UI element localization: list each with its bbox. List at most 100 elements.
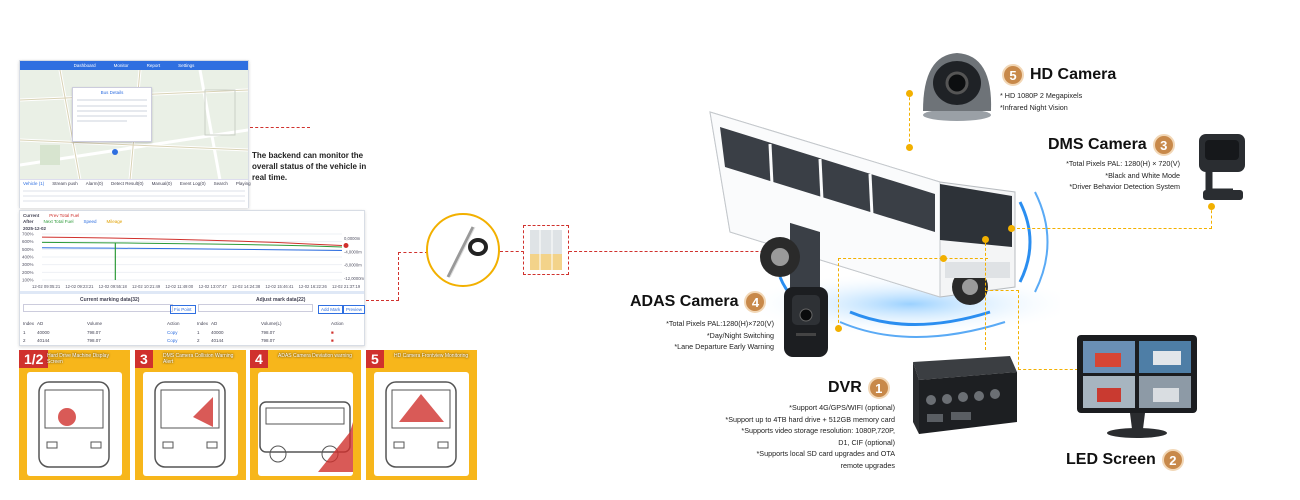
dvr-connector (985, 238, 986, 350)
adas-connector (838, 258, 839, 328)
x-tick-label: 12-02 09:05:21 (32, 284, 61, 289)
dms-camera-title: DMS Camera 3 (1048, 134, 1175, 156)
adjust-mark-title: Adjust mark data(22) (256, 297, 306, 303)
tile-number: 5 (366, 350, 384, 368)
map-screenshot-panel: Dashboard Monitor Report Settings Bus De… (19, 60, 251, 208)
tab-report[interactable]: Report (146, 63, 161, 68)
dms-connector-vertical (1211, 205, 1212, 229)
x-tick-label: 12-02 16:22:26 (299, 284, 328, 289)
chart-connector (366, 300, 399, 301)
right-tick-label: -4,0000m (344, 249, 362, 254)
backend-connector (250, 127, 310, 128)
y-tick-label: 700% (22, 232, 34, 237)
x-tick-label: 12-02 09:55:18 (99, 284, 128, 289)
adas-connector-horizontal (838, 258, 988, 259)
y-tick-label: 100% (22, 278, 34, 283)
end-point-marker[interactable] (343, 243, 349, 248)
x-tick-label: 12-02 14:24:38 (232, 284, 261, 289)
sensor-to-tank-connector (500, 251, 524, 252)
mark-inputs[interactable] (198, 304, 313, 312)
tab-dashboard[interactable]: Dashboard (73, 63, 96, 68)
sensor-connector (398, 252, 428, 253)
y-tick-label: 600% (22, 239, 34, 244)
legend-speed[interactable]: Speed (83, 219, 97, 224)
bus-illustration (709, 111, 1060, 338)
hd-connector-dot (906, 144, 913, 151)
y-tick-label: 500% (22, 247, 34, 252)
bus-side-illustration (258, 372, 353, 476)
tab-monitor[interactable]: Monitor (113, 63, 129, 68)
hd-camera-badge: 5 (1002, 64, 1024, 86)
marking-table-header: Index AD Volume Action Index AD Volume(L… (23, 321, 344, 326)
fuel-sensor-circle (426, 213, 500, 287)
led-connector-horizontal (985, 290, 1019, 291)
table-tab-manual[interactable]: Manual(0) (151, 181, 172, 186)
adas-camera-image (784, 287, 828, 357)
current-marking-title: Current marking data(32) (80, 297, 140, 303)
bus-front-illustration (27, 372, 122, 476)
series-line-1 (41, 241, 343, 248)
tile-caption: DMS Camera Collision Warning Alert (163, 353, 234, 365)
chart-date: 2025-12-02 (23, 226, 47, 231)
right-tick-label: -12,0000m (344, 276, 364, 281)
tank-to-bus-connector (569, 251, 829, 252)
table-tab-vehicle[interactable]: Vehicle (1) (23, 181, 45, 186)
search-button[interactable]: Search (213, 181, 228, 186)
copy-button[interactable]: Copy (167, 338, 178, 343)
tile-number: 4 (250, 350, 268, 368)
led-connector-bottom (1018, 369, 1078, 370)
y-tick-label: 200% (22, 270, 34, 275)
dms-connector-dot (1208, 203, 1215, 210)
adas-connector-dot (940, 255, 947, 262)
dms-camera-image (1199, 134, 1245, 200)
table-tab-stream[interactable]: Stream push (52, 181, 78, 186)
legend-next-fuel[interactable]: Next Total Fuel (43, 219, 74, 224)
fuel-sensor-icon (446, 226, 488, 278)
map-top-bar: Dashboard Monitor Report Settings (20, 61, 248, 70)
tile-hd-camera: 5 HD Camera Frontview Monitoring (366, 350, 477, 480)
x-tick-label: 12-02 09:23:21 (65, 284, 94, 289)
adas-camera-specs: *Total Pixels PAL:1280(H)×720(V) *Day/Ni… (666, 319, 774, 351)
add-mark-button[interactable]: Add Mark (318, 305, 344, 314)
table-row: 1 40000 798.07 Copy 1 40000 798.07 ■ (23, 330, 363, 335)
x-tick-label: 12-02 11:49:00 (165, 284, 194, 289)
led-screen-badge: 2 (1161, 449, 1184, 471)
dvr-connector-dot (982, 236, 989, 243)
legend-prev-fuel[interactable]: Prev Total Fuel (49, 213, 80, 218)
dvr-specs: *Support 4G/GPS/WIFI (optional) *Support… (725, 403, 895, 470)
table-tab-detect[interactable]: Detect Result(0) (111, 181, 144, 186)
table-tab-event[interactable]: Event Log(0) (179, 181, 206, 186)
bus-front-illustration (374, 372, 469, 476)
adas-connector-dot (835, 325, 842, 332)
dvr-image (913, 356, 1017, 434)
tab-settings[interactable]: Settings (178, 63, 195, 68)
table-tab-alarm[interactable]: Alarm(0) (85, 181, 104, 186)
playing-button[interactable]: Playing (235, 181, 251, 186)
legend-current: Current (23, 213, 40, 218)
dms-connector-dot (1008, 225, 1015, 232)
delete-icon[interactable]: ■ (331, 338, 334, 343)
table-row: 2 40144 798.07 Copy 2 40144 798.07 ■ (23, 338, 363, 343)
tank-select[interactable] (23, 304, 173, 312)
legend-mileage[interactable]: Mileage (106, 219, 123, 224)
dms-camera-specs: *Total Pixels PAL: 1280(H) × 720(V) *Bla… (1066, 159, 1180, 191)
series-line-2 (41, 247, 343, 251)
hd-camera-specs: * HD 1080P 2 Megapixels *Infrared Night … (1000, 91, 1083, 112)
fix-point-button[interactable]: Fix Point (170, 305, 196, 314)
tile-caption: HD Camera Frontview Monitoring (394, 353, 469, 359)
tile-number: 3 (135, 350, 153, 368)
tile-caption: ADAS Camera Deviation warning (278, 353, 352, 359)
dvr-title: DVR 1 (828, 377, 890, 399)
delete-icon[interactable]: ■ (331, 330, 334, 335)
x-tick-label: 12-02 13:07:47 (199, 284, 228, 289)
preview-button[interactable]: Preview (343, 305, 366, 314)
tile-caption: Hard Drive Machine Display Screen (47, 353, 109, 365)
chart-connector-vertical (398, 252, 399, 300)
hd-camera-title: 5 HD Camera (1002, 64, 1116, 86)
hd-connector-dot (906, 90, 913, 97)
x-tick-label: 12-02 21:37:19 (332, 284, 361, 289)
series-line-0 (41, 236, 343, 246)
dms-connector (1012, 228, 1212, 229)
copy-button[interactable]: Copy (167, 330, 178, 335)
x-tick-label: 12-02 10:21:49 (132, 284, 161, 289)
